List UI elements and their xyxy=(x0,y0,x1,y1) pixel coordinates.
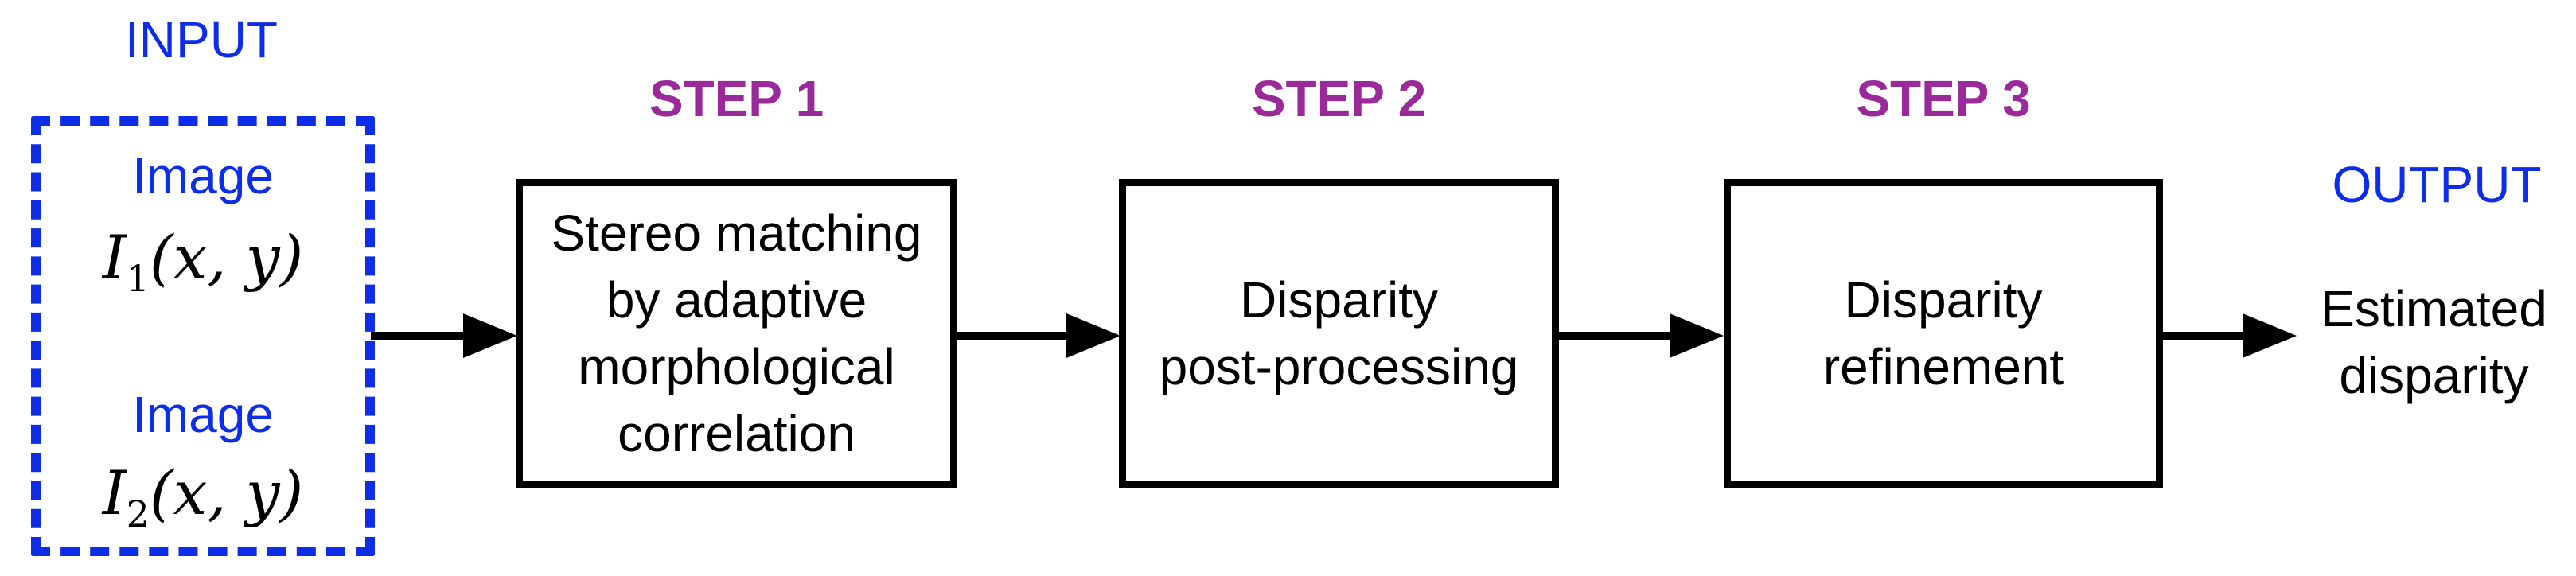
input-image1-caption: Image xyxy=(132,147,274,204)
step3-label: STEP 3 xyxy=(1856,70,2031,127)
output-result-line: disparity xyxy=(2339,347,2529,404)
step2-label: STEP 2 xyxy=(1251,70,1427,127)
step1-text-line: by adaptive xyxy=(606,271,867,329)
step1-label: STEP 1 xyxy=(649,70,824,127)
formula-subscript: 1 xyxy=(126,258,150,301)
arrow-head-icon xyxy=(463,313,517,358)
step3-box: Disparity refinement xyxy=(1724,179,2163,488)
arrow-head-icon xyxy=(2243,313,2297,358)
formula-subscript: 2 xyxy=(126,493,150,536)
step1-text-line: correlation xyxy=(618,405,855,462)
input-image1-formula: I1(x, y) xyxy=(41,215,365,301)
flow-arrow-step2-to-step3 xyxy=(1559,313,1724,358)
formula-base: I xyxy=(102,457,127,528)
arrow-head-icon xyxy=(1066,313,1120,358)
input-image2-caption: Image xyxy=(132,386,274,443)
step2-text-line: post-processing xyxy=(1159,338,1519,395)
input-label: INPUT xyxy=(125,11,278,68)
output-result-line: Estimated xyxy=(2321,280,2547,337)
step1-text-line: Stereo matching xyxy=(551,204,922,262)
flow-arrow-step3-to-output xyxy=(2163,313,2297,358)
step1-box: Stereo matching by adaptive morphologica… xyxy=(516,179,957,488)
arrow-head-icon xyxy=(1670,313,1724,358)
formula-args: (x, y) xyxy=(149,457,304,528)
step2-box: Disparity post-processing xyxy=(1119,179,1559,488)
formula-base: I xyxy=(102,222,127,293)
step3-text-line: refinement xyxy=(1822,338,2064,395)
step2-text-line: Disparity xyxy=(1240,271,1438,329)
step3-text-line: Disparity xyxy=(1844,271,2043,329)
input-image2-formula: I2(x, y) xyxy=(41,450,365,536)
flow-arrow-input-to-step1 xyxy=(371,313,517,358)
flow-arrow-step1-to-step2 xyxy=(957,313,1120,358)
output-result: Estimated disparity xyxy=(2292,275,2576,409)
output-label: OUTPUT xyxy=(2332,156,2542,213)
step1-text-line: morphological xyxy=(578,338,895,395)
input-box: Image I1(x, y) Image I2(x, y) xyxy=(31,116,375,556)
formula-args: (x, y) xyxy=(149,222,304,293)
